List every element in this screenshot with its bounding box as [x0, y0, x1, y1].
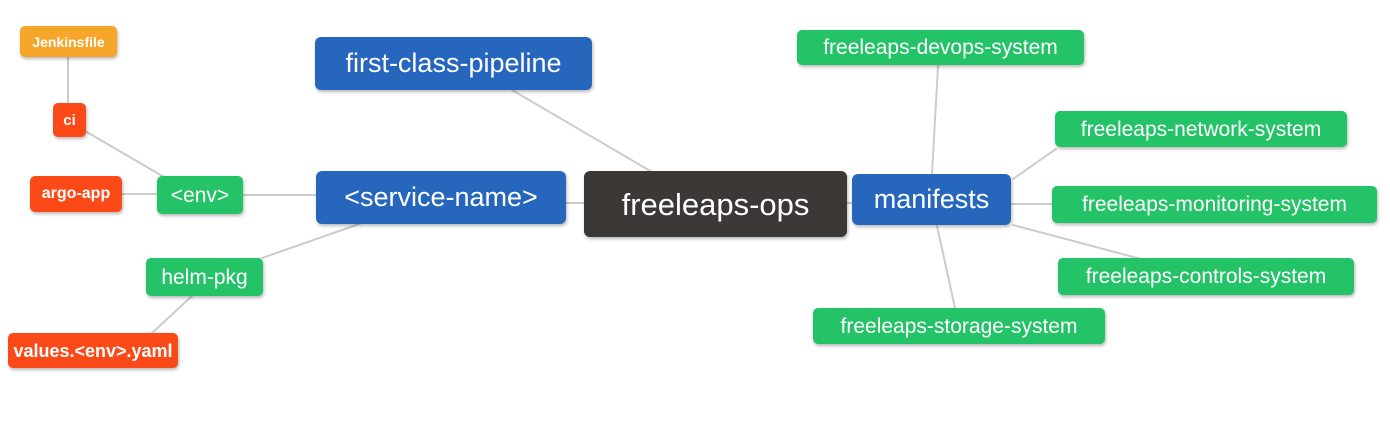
node-helm-pkg[interactable]: helm-pkg	[146, 258, 263, 296]
node-freeleaps-storage-system[interactable]: freeleaps-storage-system	[813, 308, 1105, 344]
edge-values-helm-pkg	[151, 295, 193, 334]
edge-manifests-controls-system	[1012, 224, 1142, 260]
node-freeleaps-ops[interactable]: freeleaps-ops	[584, 171, 847, 237]
node-freeleaps-devops-system[interactable]: freeleaps-devops-system	[797, 30, 1084, 65]
edge-ci-env	[84, 130, 165, 178]
node-argo-app[interactable]: argo-app	[30, 176, 122, 212]
node-first-class-pipeline[interactable]: first-class-pipeline	[315, 37, 592, 90]
edge-helm-pkg-service-name	[261, 222, 363, 259]
edge-manifests-storage-system	[936, 225, 956, 309]
node-manifests[interactable]: manifests	[852, 174, 1011, 225]
node-freeleaps-monitoring-system[interactable]: freeleaps-monitoring-system	[1052, 186, 1377, 223]
edge-pipeline-freeleaps-ops	[511, 89, 653, 173]
node-ci[interactable]: ci	[53, 103, 86, 137]
node-env[interactable]: <env>	[157, 176, 243, 214]
node-jenkinsfile[interactable]: Jenkinsfile	[20, 26, 117, 57]
node-freeleaps-controls-system[interactable]: freeleaps-controls-system	[1058, 258, 1354, 295]
node-values-env-yaml[interactable]: values.<env>.yaml	[8, 333, 178, 368]
edge-manifests-network-system	[1012, 148, 1057, 180]
node-service-name[interactable]: <service-name>	[316, 171, 566, 224]
edge-manifests-devops-system	[931, 65, 939, 175]
node-freeleaps-network-system[interactable]: freeleaps-network-system	[1055, 111, 1347, 147]
